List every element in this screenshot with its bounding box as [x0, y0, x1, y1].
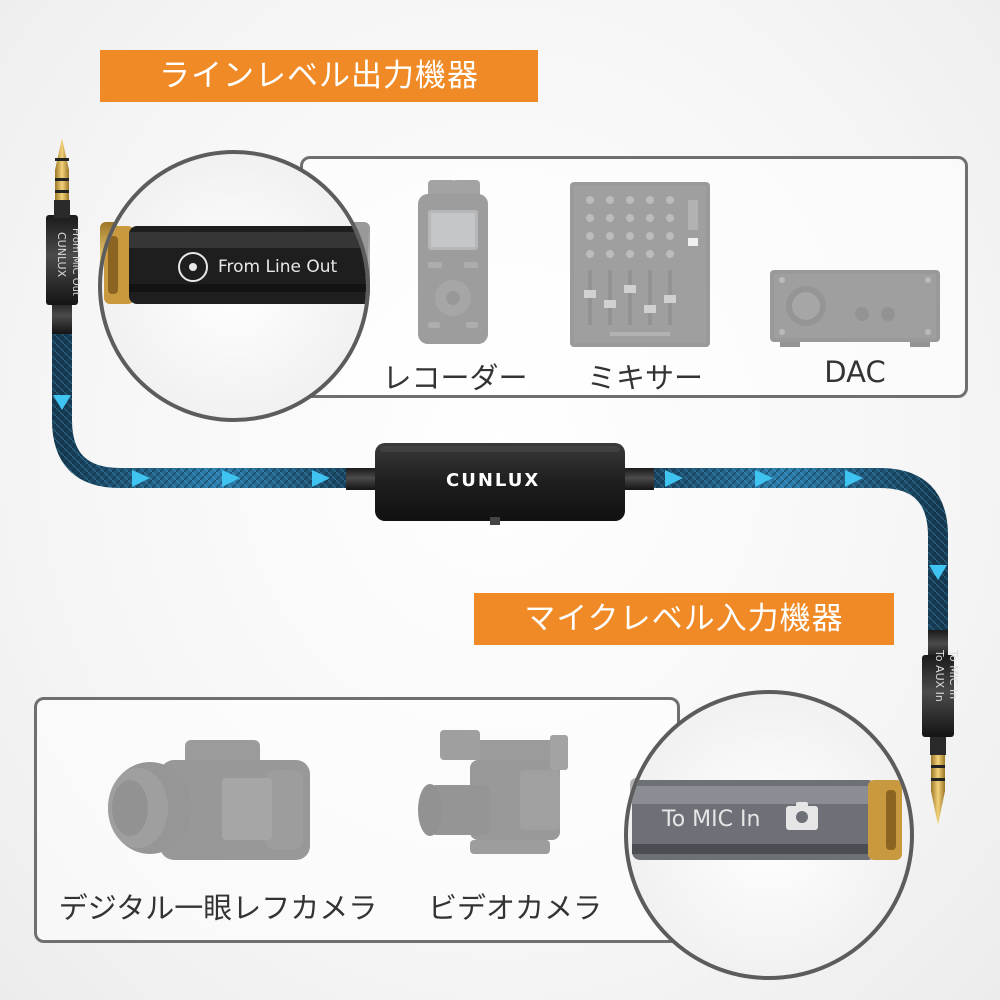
camera-icon [786, 802, 818, 830]
mic-level-label: マイクレベル入力機器 [474, 593, 894, 645]
device-caption-dac: DAC [824, 355, 886, 389]
top-jack [46, 138, 78, 334]
line-out-devices-box [300, 156, 968, 398]
headphone-jack-icon [178, 252, 208, 282]
signal-arrows [53, 395, 947, 580]
top-jack-label: From MIC Out [70, 228, 81, 296]
input-adapter-label: From Line Out [218, 257, 338, 277]
mic-in-devices-box [34, 697, 680, 943]
device-caption-dslr: デジタル一眼レフカメラ [58, 891, 378, 925]
device-caption-mixer: ミキサー [586, 361, 703, 395]
bottom-jack [922, 630, 954, 825]
attenuator-box [346, 443, 654, 525]
cable [52, 320, 948, 645]
bottom-jack-aux-label: To AUX In [933, 650, 946, 702]
device-caption-recorder: レコーダー [382, 361, 528, 395]
device-caption-video-camera: ビデオカメラ [427, 891, 602, 925]
top-jack-brand: CUNLUX [55, 232, 68, 278]
attenuator-brand: CUNLUX [446, 470, 541, 491]
output-adapter-circle: To MIC In [624, 690, 914, 980]
line-level-label: ラインレベル出力機器 [100, 50, 538, 102]
input-adapter-circle: From Line Out [98, 150, 370, 422]
output-adapter-label: To MIC In [662, 807, 761, 832]
bottom-jack-label: To MIC In [947, 650, 960, 700]
